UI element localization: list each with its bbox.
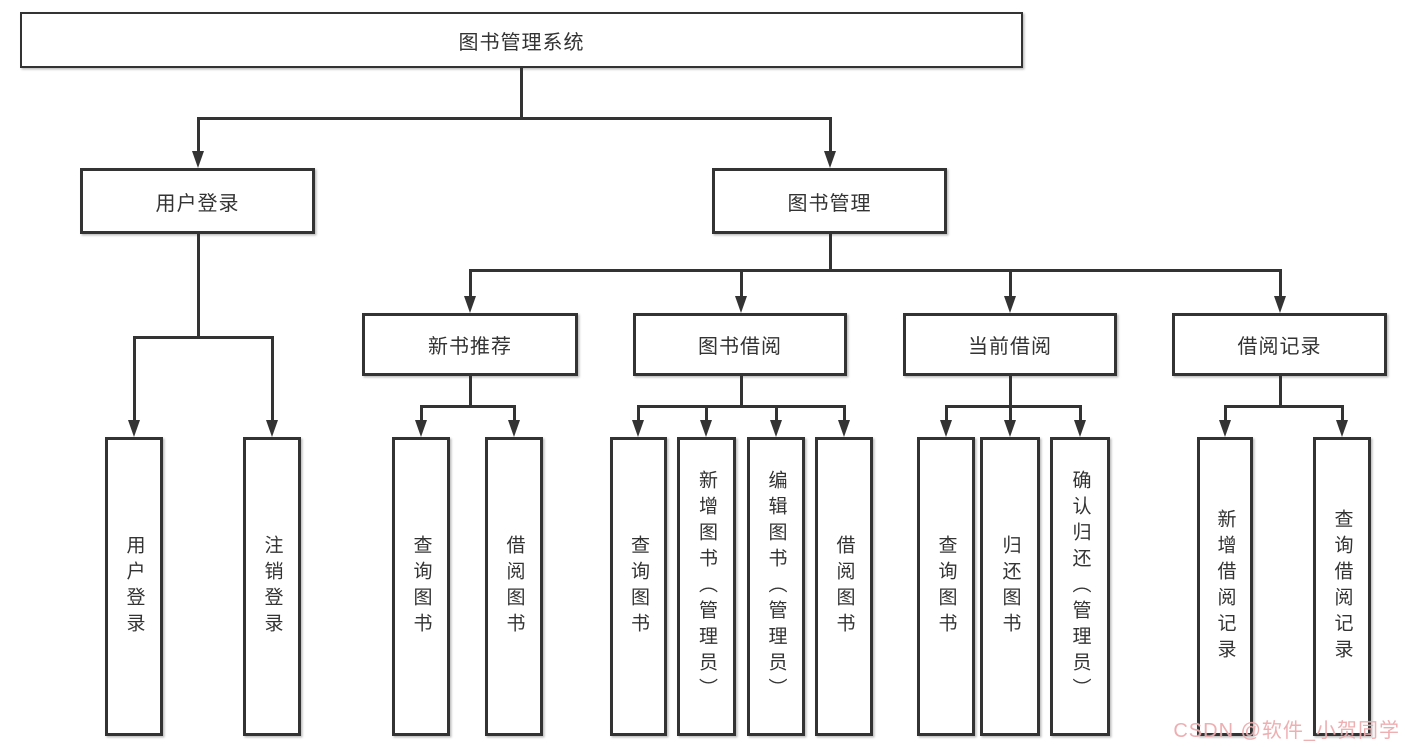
connector-root-stem bbox=[519, 68, 523, 118]
connector-book-borrow-stem bbox=[739, 376, 743, 406]
connector-borrow-records-stem bbox=[1278, 376, 1282, 406]
arrowhead-edit-book-admin bbox=[770, 420, 782, 437]
leaf-confirm-return-admin: 确认归还（管理员） bbox=[1050, 437, 1110, 736]
arrowhead-current-borrow bbox=[1004, 296, 1016, 313]
connector-drop-return-book bbox=[1008, 406, 1012, 421]
connector-drop-leaf-logout bbox=[270, 337, 274, 421]
connector-book-borrow-branch bbox=[636, 404, 846, 408]
connector-drop-query-borrow-record bbox=[1340, 406, 1344, 421]
leaf-borrow-book: 借阅图书 bbox=[815, 437, 873, 736]
connector-drop-current-borrow bbox=[1008, 270, 1012, 297]
arrowhead-leaf-user-login bbox=[128, 420, 140, 437]
connector-drop-book-borrow bbox=[739, 270, 743, 297]
leaf-query-book-borrow: 查询图书 bbox=[610, 437, 667, 736]
node-current-borrow: 当前借阅 bbox=[903, 313, 1117, 376]
connector-drop-add-borrow-record bbox=[1223, 406, 1227, 421]
arrowhead-query-borrow-record bbox=[1336, 420, 1348, 437]
arrowhead-add-borrow-record bbox=[1219, 420, 1231, 437]
connector-drop-query-book-current bbox=[944, 406, 948, 421]
leaf-edit-book-admin: 编辑图书（管理员） bbox=[747, 437, 805, 736]
connector-drop-user-login bbox=[196, 118, 200, 152]
leaf-user-login: 用户登录 bbox=[105, 437, 163, 736]
connector-drop-leaf-user-login bbox=[132, 337, 136, 421]
arrowhead-query-book-current bbox=[940, 420, 952, 437]
arrowhead-borrow-records bbox=[1274, 296, 1286, 313]
arrowhead-add-book-admin bbox=[700, 420, 712, 437]
leaf-add-borrow-record: 新增借阅记录 bbox=[1197, 437, 1253, 736]
leaf-query-book-recommend: 查询图书 bbox=[392, 437, 450, 736]
csdn-watermark: CSDN @软件_小贺同学 bbox=[1173, 720, 1400, 742]
arrowhead-book-borrow bbox=[735, 296, 747, 313]
connector-user-login-branch bbox=[132, 335, 274, 339]
arrowhead-leaf-logout bbox=[266, 420, 278, 437]
node-book-management: 图书管理 bbox=[712, 168, 947, 234]
connector-level2-branch bbox=[468, 268, 1282, 272]
arrowhead-new-book-recommend bbox=[464, 296, 476, 313]
arrowhead-return-book bbox=[1004, 420, 1016, 437]
connector-drop-borrow-records bbox=[1278, 270, 1282, 297]
connector-level1-branch bbox=[196, 116, 832, 120]
connector-drop-borrow-book-recommend bbox=[512, 406, 516, 421]
leaf-query-borrow-record: 查询借阅记录 bbox=[1313, 437, 1371, 736]
leaf-query-book-current: 查询图书 bbox=[917, 437, 975, 736]
connector-drop-new-book-recommend bbox=[468, 270, 472, 297]
node-library-system: 图书管理系统 bbox=[20, 12, 1023, 68]
connector-drop-query-book-borrow bbox=[636, 406, 640, 421]
node-borrow-records: 借阅记录 bbox=[1172, 313, 1387, 376]
connector-new-book-recommend-branch bbox=[419, 404, 516, 408]
arrowhead-borrow-book bbox=[838, 420, 850, 437]
arrowhead-confirm-return-admin bbox=[1074, 420, 1086, 437]
leaf-add-book-admin: 新增图书（管理员） bbox=[677, 437, 736, 736]
connector-user-login-stem bbox=[196, 234, 200, 337]
node-book-borrow: 图书借阅 bbox=[633, 313, 847, 376]
connector-book-management-stem bbox=[828, 234, 832, 270]
leaf-borrow-book-recommend: 借阅图书 bbox=[485, 437, 543, 736]
connector-current-borrow-stem bbox=[1008, 376, 1012, 406]
leaf-logout: 注销登录 bbox=[243, 437, 301, 736]
leaf-return-book: 归还图书 bbox=[980, 437, 1040, 736]
connector-drop-book-management bbox=[828, 118, 832, 152]
connector-current-borrow-branch bbox=[944, 404, 1082, 408]
connector-drop-query-book-recommend bbox=[419, 406, 423, 421]
connector-drop-edit-book-admin bbox=[774, 406, 778, 421]
connector-drop-borrow-book bbox=[842, 406, 846, 421]
arrowhead-book-management bbox=[824, 151, 836, 168]
connector-new-book-recommend-stem bbox=[468, 376, 472, 406]
arrowhead-query-book-recommend bbox=[415, 420, 427, 437]
arrowhead-user-login bbox=[192, 151, 204, 168]
arrowhead-query-book-borrow bbox=[632, 420, 644, 437]
node-new-book-recommend: 新书推荐 bbox=[362, 313, 578, 376]
connector-drop-confirm-return-admin bbox=[1078, 406, 1082, 421]
connector-borrow-records-branch bbox=[1223, 404, 1344, 408]
arrowhead-borrow-book-recommend bbox=[508, 420, 520, 437]
node-user-login: 用户登录 bbox=[80, 168, 315, 234]
connector-drop-add-book-admin bbox=[704, 406, 708, 421]
